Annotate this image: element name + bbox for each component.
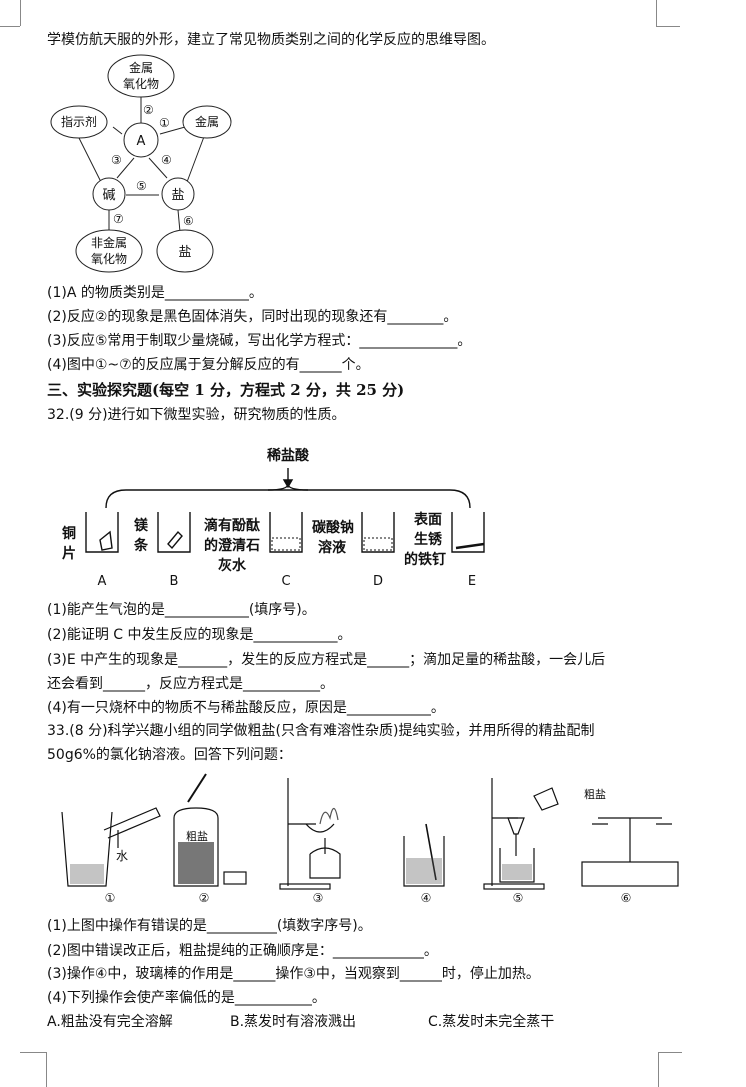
label-crude-salt: 粗盐 bbox=[186, 830, 208, 843]
letter-c: C bbox=[281, 574, 290, 589]
label-e-line3: 的铁钉 bbox=[404, 551, 446, 568]
letter-d: D bbox=[373, 574, 383, 589]
node-metal: 金属 bbox=[195, 114, 219, 129]
option-b: B.蒸发时有溶液溅出 bbox=[230, 1014, 357, 1030]
q32-4: (4)有一只烧杯中的物质不与稀盐酸反应，原因是____________。 bbox=[47, 700, 445, 716]
label-crude-salt-2: 粗盐 bbox=[584, 788, 606, 801]
label-e-line2: 生锈 bbox=[414, 531, 443, 548]
q32-3b: 还会看到______，反应方程式是___________。 bbox=[47, 676, 334, 692]
node-nonmetal-oxide-line1: 非金属 bbox=[91, 235, 127, 250]
label-r1: ① bbox=[159, 116, 170, 130]
label-c-line3: 灰水 bbox=[218, 557, 247, 574]
q31-4: (4)图中①~⑦的反应属于复分解反应的有______个。 bbox=[47, 357, 370, 373]
num-6: ⑥ bbox=[621, 891, 632, 905]
node-salt: 盐 bbox=[171, 188, 184, 203]
label-c-line1: 滴有酚酞 bbox=[204, 517, 260, 534]
crop-mark bbox=[658, 1052, 659, 1087]
label-a-line1: 铜 bbox=[62, 525, 76, 542]
q33-3: (3)操作④中，玻璃棒的作用是______操作③中，当观察到______时，停止… bbox=[47, 966, 540, 982]
node-metal-oxide-line1: 金属 bbox=[129, 60, 153, 75]
node-salt2: 盐 bbox=[178, 245, 191, 260]
crop-mark bbox=[656, 0, 657, 26]
num-3: ③ bbox=[313, 891, 324, 905]
node-center-a: A bbox=[137, 134, 146, 149]
q31-2: (2)反应②的现象是黑色固体消失，同时出现的现象还有________。 bbox=[47, 309, 458, 325]
letter-e: E bbox=[468, 574, 476, 589]
crop-mark bbox=[0, 26, 20, 27]
letter-a: A bbox=[98, 574, 107, 589]
label-r3: ③ bbox=[111, 153, 122, 167]
option-c: C.蒸发时未完全蒸干 bbox=[428, 1014, 555, 1030]
section-heading: 三、实验探究题(每空 1 分，方程式 2 分，共 25 分) bbox=[47, 381, 405, 399]
label-r4: ④ bbox=[161, 153, 172, 167]
crop-mark bbox=[656, 26, 680, 27]
num-1: ① bbox=[105, 891, 116, 905]
experiment-32-figure: 稀盐酸 铜 片 镁 条 滴有酚酞 的澄清石 灰水 碳酸钠 溶液 表面 生锈 的铁… bbox=[62, 447, 485, 589]
label-r7: ⑦ bbox=[113, 212, 124, 226]
label-c-line2: 的澄清石 bbox=[204, 537, 260, 554]
crop-mark bbox=[20, 0, 21, 26]
label-b-line1: 镁 bbox=[134, 517, 149, 534]
label-d-line1: 碳酸钠 bbox=[312, 519, 354, 536]
hcl-label: 稀盐酸 bbox=[267, 447, 310, 464]
q31-1: (1)A 的物质类别是____________。 bbox=[47, 285, 263, 301]
num-2: ② bbox=[199, 891, 210, 905]
label-d-line2: 溶液 bbox=[318, 539, 347, 556]
mindmap-figure: 金属 氧化物 指示剂 金属 A 碱 盐 非金属 氧化物 盐 ② ① ③ ④ ⑤ … bbox=[50, 54, 232, 273]
q33-4: (4)下列操作会使产率偏低的是___________。 bbox=[47, 990, 326, 1006]
label-r6: ⑥ bbox=[183, 214, 194, 228]
q32-2: (2)能证明 C 中发生反应的现象是____________。 bbox=[47, 627, 352, 643]
q32-stem: 32.(9 分)进行如下微型实验，研究物质的性质。 bbox=[47, 407, 346, 423]
q33-stem-2: 50g6%的氯化钠溶液。回答下列问题： bbox=[47, 747, 292, 763]
q33-stem-1: 33.(8 分)科学兴趣小组的同学做粗盐(只含有难溶性杂质)提纯实验，并用所得的… bbox=[47, 723, 595, 739]
label-water: 水 bbox=[116, 849, 128, 863]
num-4: ④ bbox=[421, 891, 432, 905]
crop-mark bbox=[658, 1052, 682, 1053]
q32-1: (1)能产生气泡的是____________(填序号)。 bbox=[47, 602, 316, 618]
label-r5: ⑤ bbox=[136, 179, 147, 193]
label-b-line2: 条 bbox=[133, 537, 149, 554]
q32-3: (3)E 中产生的现象是_______，发生的反应方程式是______；滴加足量… bbox=[47, 652, 606, 668]
label-a-line2: 片 bbox=[62, 545, 76, 562]
num-5: ⑤ bbox=[513, 891, 524, 905]
q33-1: (1)上图中操作有错误的是__________(填数字序号)。 bbox=[47, 918, 372, 934]
experiment-33-figure: 水 粗盐 粗盐 ① ② ③ ④ ⑤ ⑥ bbox=[61, 773, 679, 905]
label-r2: ② bbox=[143, 103, 154, 117]
q33-2: (2)图中错误改正后，粗盐提纯的正确顺序是：_____________。 bbox=[47, 943, 438, 959]
intro-text: 学模仿航天服的外形，建立了常见物质类别之间的化学反应的思维导图。 bbox=[47, 32, 495, 48]
label-e-line1: 表面 bbox=[413, 511, 442, 528]
node-metal-oxide-line2: 氧化物 bbox=[123, 77, 159, 91]
crop-mark bbox=[20, 1052, 46, 1053]
letter-b: B bbox=[170, 574, 179, 589]
node-base: 碱 bbox=[102, 188, 115, 203]
node-indicator: 指示剂 bbox=[61, 114, 97, 129]
option-a: A.粗盐没有完全溶解 bbox=[47, 1014, 173, 1030]
q31-3: (3)反应⑤常用于制取少量烧碱，写出化学方程式：______________。 bbox=[47, 333, 472, 349]
node-nonmetal-oxide-line2: 氧化物 bbox=[91, 252, 127, 266]
crop-mark bbox=[46, 1052, 47, 1087]
